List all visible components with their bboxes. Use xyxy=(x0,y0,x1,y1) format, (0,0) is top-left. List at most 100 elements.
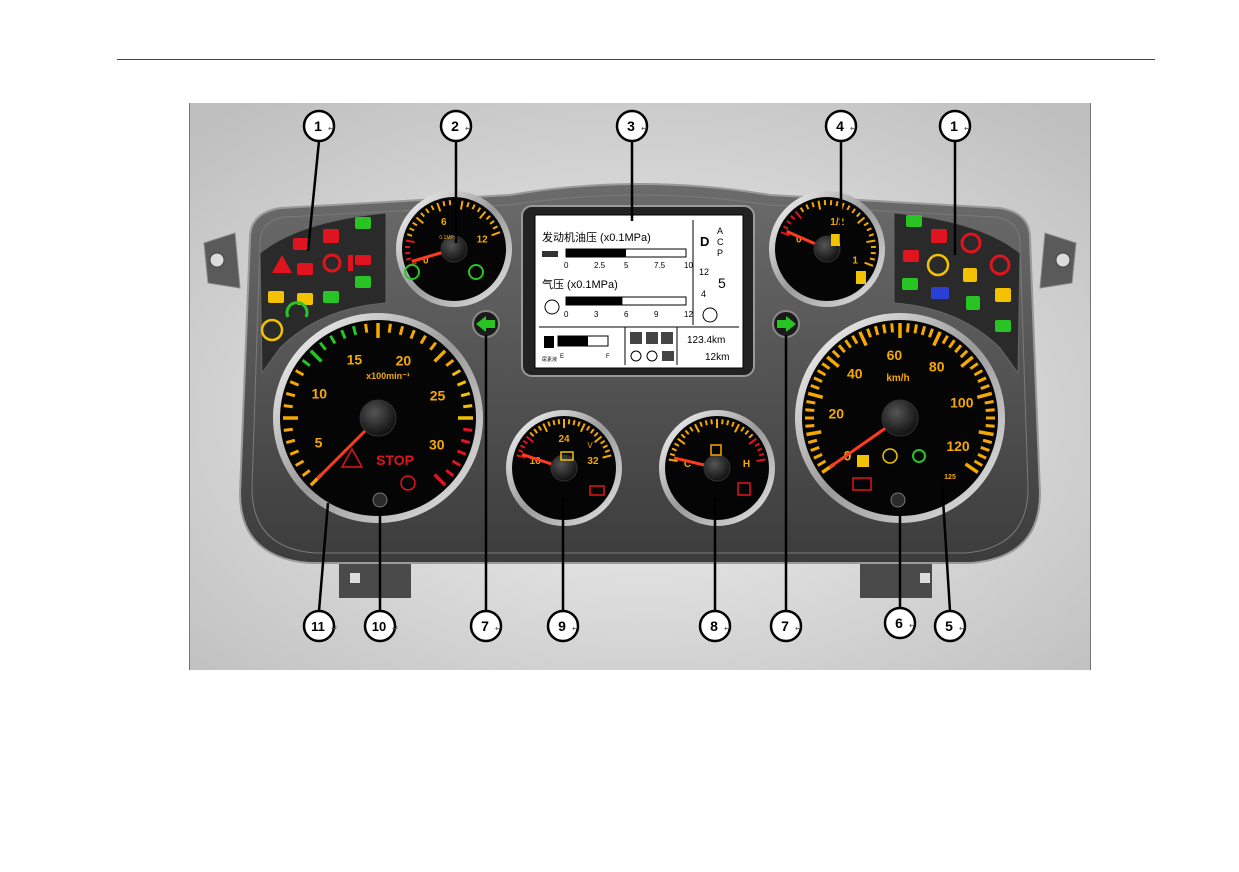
temperature-gauge-label: C xyxy=(684,459,691,470)
tachometer-tick xyxy=(451,369,462,377)
callout-1: 1↵ xyxy=(938,109,972,143)
speedometer-tick xyxy=(816,369,827,377)
trailer-brake-warning-icon xyxy=(323,229,339,243)
trailer-coupled-icon xyxy=(906,215,922,227)
callout-return-mark: ↵ xyxy=(328,124,335,133)
left-mount-hole xyxy=(350,573,360,583)
oil-pressure-gauge-tick xyxy=(476,207,482,213)
callout-number: 7 xyxy=(781,618,789,634)
oil-pressure-gauge-tick xyxy=(405,239,415,244)
right-mount-hole xyxy=(920,573,930,583)
voltage-gauge-tick xyxy=(525,435,535,444)
airTicks-label: 3 xyxy=(594,310,599,319)
voltage-gauge-tick xyxy=(577,421,581,427)
speedometer-tick xyxy=(844,339,852,349)
temperature-gauge-tick xyxy=(674,442,680,447)
lcd-status-icon-1 xyxy=(630,350,642,362)
callout-5: 5↵ xyxy=(933,609,967,643)
callout-circle xyxy=(302,609,336,643)
tachometer-tick xyxy=(451,459,462,467)
speedometer-tick xyxy=(928,328,934,338)
tachometer-tick xyxy=(285,391,296,398)
tachometer-tick xyxy=(351,325,358,336)
oilTicks-label: 10 xyxy=(684,261,693,270)
tachometer-tick xyxy=(289,380,300,387)
lcd-mode-a: A xyxy=(717,226,723,236)
oil-pressure-gauge-tick xyxy=(406,233,413,237)
oilTicks-label: 7.5 xyxy=(654,261,666,270)
voltage-gauge-tick xyxy=(585,425,591,431)
fuel-gauge-tick xyxy=(868,233,875,237)
callout-number: 9 xyxy=(558,618,566,634)
callout-return-mark: ↵ xyxy=(959,624,966,633)
oil-pressure-gauge-tick xyxy=(430,205,435,211)
left-turn-indicator xyxy=(472,310,500,338)
temperature-gauge-tick xyxy=(669,452,676,457)
tachometer-reset-button[interactable] xyxy=(372,492,388,508)
voltage-gauge-tick xyxy=(552,419,556,426)
callout-circle xyxy=(363,609,397,643)
temperature-gauge-tick xyxy=(756,458,766,463)
fuel-gauge-tick xyxy=(780,231,790,237)
tachometer-tick xyxy=(456,380,467,387)
lcd-service-icon-3 xyxy=(661,332,673,344)
tachometer-tick xyxy=(460,438,471,445)
oil-pressure-gauge-tick xyxy=(415,216,425,225)
voltage-gauge-tick xyxy=(557,419,561,425)
circuit-1-icon xyxy=(404,264,420,280)
airTicks-label: 9 xyxy=(654,310,659,319)
gauges-group: 51015202530x100min⁻¹STOP020406080100120k… xyxy=(273,191,1005,526)
speedometer-tick xyxy=(858,331,868,347)
tachometer-stop: STOP xyxy=(376,452,414,468)
voltage-gauge-tick xyxy=(589,428,595,434)
fuel-gauge-tick xyxy=(856,216,866,225)
left-warning-lamps xyxy=(260,217,371,342)
tachometer-tick xyxy=(289,449,300,456)
speedometer-tick xyxy=(920,325,927,336)
callout-return-mark: ↵ xyxy=(495,624,502,633)
callout-return-mark: ↵ xyxy=(964,124,971,133)
temperature-gauge-tick xyxy=(699,421,703,427)
fuel-gauge-label: 1/2 xyxy=(830,217,844,228)
battery-charge-icon xyxy=(852,477,872,491)
speedometer-tick xyxy=(890,323,894,333)
oil-pressure-gauge-tick xyxy=(420,212,426,218)
right-bracket xyxy=(1039,232,1077,289)
speedometer-tick xyxy=(805,424,815,428)
temperature-gauge-tick xyxy=(754,442,760,447)
oil-pressure-gauge-hub xyxy=(440,235,468,263)
voltage-gauge-tick xyxy=(520,444,526,449)
speedometer-tick xyxy=(976,391,993,399)
speedometer-tick xyxy=(985,408,995,412)
callout-group: 1↵2↵3↵4↵1↵11↵10↵7↵9↵8↵7↵6↵5↵ xyxy=(302,109,972,643)
ebs-icon xyxy=(882,448,898,464)
lcd-adblue-label: 尿素液 xyxy=(542,356,557,363)
speedometer-tick xyxy=(806,430,822,437)
left-bracket xyxy=(203,232,241,289)
speedometer-tick xyxy=(959,349,969,359)
temperature-gauge-tick xyxy=(748,433,754,439)
speedometer-hub xyxy=(881,399,919,437)
cab-tilt-icon xyxy=(355,276,371,288)
speedometer-tick xyxy=(873,325,880,336)
temperature-gauge-tick xyxy=(694,423,700,433)
trailer-brake-icon xyxy=(931,229,947,243)
trailer-abs-icon xyxy=(355,217,371,229)
trip-reset-button[interactable] xyxy=(890,492,906,508)
front-fog-icon xyxy=(966,296,980,310)
callout-circle xyxy=(439,109,473,143)
temperature-gauge-tick xyxy=(758,452,765,457)
speedometer-tick xyxy=(969,362,979,370)
lcd-gear-num-bottom: 4 xyxy=(701,289,706,299)
callout-1: 1↵ xyxy=(302,109,336,143)
temperature-gauge-tick xyxy=(726,420,730,426)
leader-line xyxy=(306,140,321,252)
fuel-gauge-tick xyxy=(786,220,792,225)
tachometer-tick xyxy=(409,329,416,340)
callout-7: 7↵ xyxy=(469,609,503,643)
tachometer-tick xyxy=(456,449,467,456)
speedometer-tick xyxy=(866,328,872,338)
